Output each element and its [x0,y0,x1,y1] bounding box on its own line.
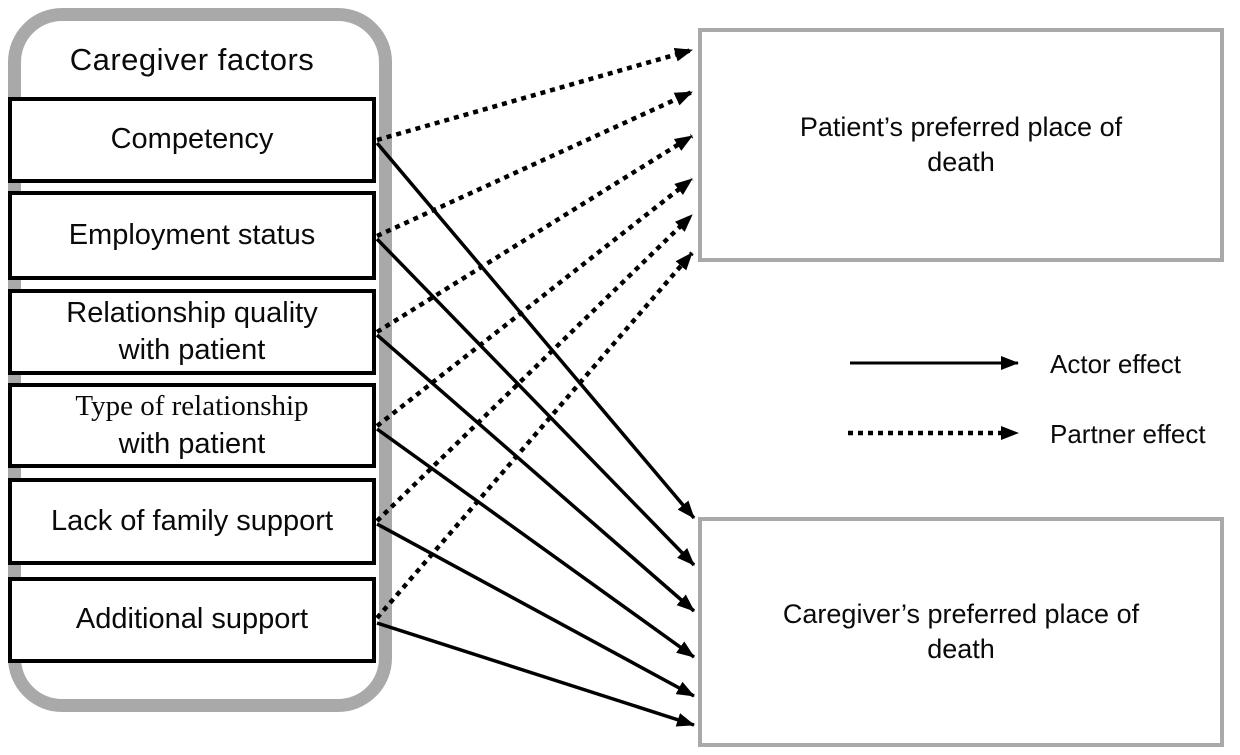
partner-arrow-relationship-quality [375,134,694,334]
partner-arrow-employment-status [376,89,693,239]
partner-arrow-lack-of-family-support [375,213,694,523]
partner-arrow-relationship-type [375,177,694,428]
panel-title: Caregiver factors [69,42,315,77]
factor-box-relationship-type: Type of relationship with patient [8,383,376,468]
actor-arrow-relationship-type [375,427,696,659]
target-label-line1: Caregiver’s preferred place of [782,598,1140,629]
factor-box-competency: Competency [8,97,376,183]
patient-preferred-place-box: Patient’s preferred place of death [698,28,1224,262]
factor-label: Additional support [75,603,309,636]
factor-box-relationship-quality: Relationship quality with patient [8,289,376,375]
factor-label: Lack of family support [50,504,334,537]
factor-label-line2: with patient [118,427,266,460]
partner-arrow-additional-support [375,251,694,620]
factor-label: Employment status [68,218,316,251]
legend-actor-label: Actor effect [1050,349,1182,379]
factor-box-additional-support: Additional support [8,577,376,663]
target-label-line1: Patient’s preferred place of [799,111,1123,142]
actor-arrow-relationship-quality [375,333,696,613]
actor-arrow-additional-support [376,621,695,727]
factor-label-line2: with patient [118,334,266,366]
factor-box-lack-of-family-support: Lack of family support [8,478,376,565]
actor-arrow-employment-status [375,237,696,567]
target-label-line2: death [927,147,995,177]
actor-arrow-competency [375,141,696,520]
factor-label-line1: Type of relationship [75,390,309,423]
caregiver-preferred-place-box: Caregiver’s preferred place of death [698,517,1224,747]
legend-partner-label: Partner effect [1050,419,1206,449]
factor-box-employment-status: Employment status [8,191,376,280]
target-label-line2: death [927,634,995,664]
actor-arrow-lack-of-family-support [376,522,695,698]
factor-label: Competency [110,123,274,156]
partner-arrow-competency [376,47,693,143]
factor-label-line1: Relationship quality [66,296,318,329]
